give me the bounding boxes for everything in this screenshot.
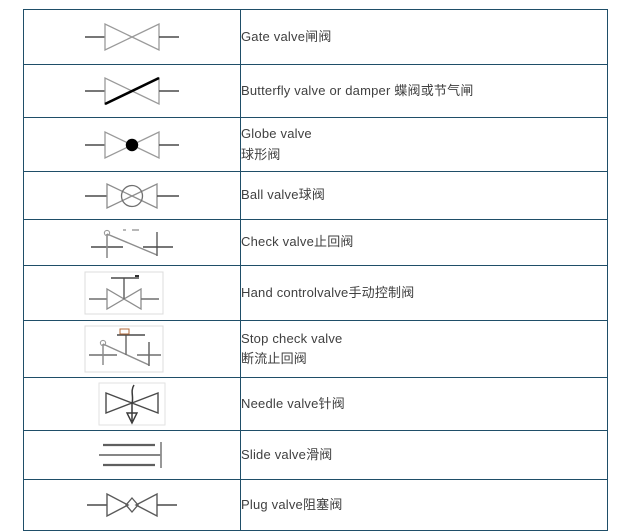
description-line: Globe valve (241, 126, 312, 142)
description-cell: Butterfly valve or damper 蝶阀或节气闸 (240, 64, 608, 118)
plug-valve-symbol (24, 480, 240, 530)
symbol-cell (23, 117, 241, 172)
check-valve-symbol (24, 220, 240, 265)
table-row: Butterfly valve or damper 蝶阀或节气闸 (23, 64, 608, 118)
symbol-cell (23, 219, 241, 266)
description-cell: Slide valve滑阀 (240, 430, 608, 480)
butterfly-valve-symbol (24, 65, 240, 117)
description-cell: Needle valve针阀 (240, 377, 608, 431)
description-line: Hand controlvalve手动控制阀 (241, 284, 415, 300)
description-line: Check valve止回阀 (241, 234, 354, 250)
table-row: Hand controlvalve手动控制阀 (23, 265, 608, 321)
description-cell: Check valve止回阀 (240, 219, 608, 266)
table-row: Gate valve闸阀 (23, 9, 608, 65)
table-row: Plug valve阻塞阀 (23, 479, 608, 531)
description-cell: Hand controlvalve手动控制阀 (240, 265, 608, 321)
symbol-cell (23, 9, 241, 65)
table-row: Globe valve 球形阀 (23, 117, 608, 172)
symbol-cell (23, 479, 241, 531)
valve-table-body: Gate valve闸阀 (23, 9, 608, 531)
symbol-cell (23, 265, 241, 321)
slide-valve-symbol (24, 431, 240, 479)
description-cell: Gate valve闸阀 (240, 9, 608, 65)
globe-valve-symbol (24, 118, 240, 171)
description-line: 断流止回阀 (241, 351, 308, 366)
needle-valve-symbol (24, 378, 240, 430)
gate-valve-symbol (24, 10, 240, 64)
description-line: Stop check valve (241, 330, 343, 346)
description-cell: Plug valve阻塞阀 (240, 479, 608, 531)
description-line: Slide valve滑阀 (241, 446, 333, 462)
table-row: Needle valve针阀 (23, 377, 608, 431)
hand-control-valve-symbol (24, 266, 240, 320)
symbol-cell (23, 430, 241, 480)
table-row: Stop check valve 断流止回阀 (23, 320, 608, 378)
symbol-cell (23, 64, 241, 118)
valve-symbol-table: Gate valve闸阀 (23, 9, 608, 531)
symbol-cell (23, 377, 241, 431)
description-cell: Ball valve球阀 (240, 171, 608, 220)
description-cell: Stop check valve 断流止回阀 (240, 320, 608, 378)
description-line: Ball valve球阀 (241, 187, 326, 203)
table-row: Check valve止回阀 (23, 219, 608, 266)
description-line: Needle valve针阀 (241, 395, 345, 411)
symbol-cell (23, 320, 241, 378)
description-line: Butterfly valve or damper 蝶阀或节气闸 (241, 82, 474, 98)
table-row: Slide valve滑阀 (23, 430, 608, 480)
stop-check-valve-symbol (24, 321, 240, 377)
table-row: Ball valve球阀 (23, 171, 608, 220)
symbol-cell (23, 171, 241, 220)
description-line: Gate valve闸阀 (241, 28, 332, 44)
description-line: Plug valve阻塞阀 (241, 496, 343, 512)
description-cell: Globe valve 球形阀 (240, 117, 608, 172)
ball-valve-symbol (24, 172, 240, 219)
description-line: 球形阀 (241, 146, 281, 162)
